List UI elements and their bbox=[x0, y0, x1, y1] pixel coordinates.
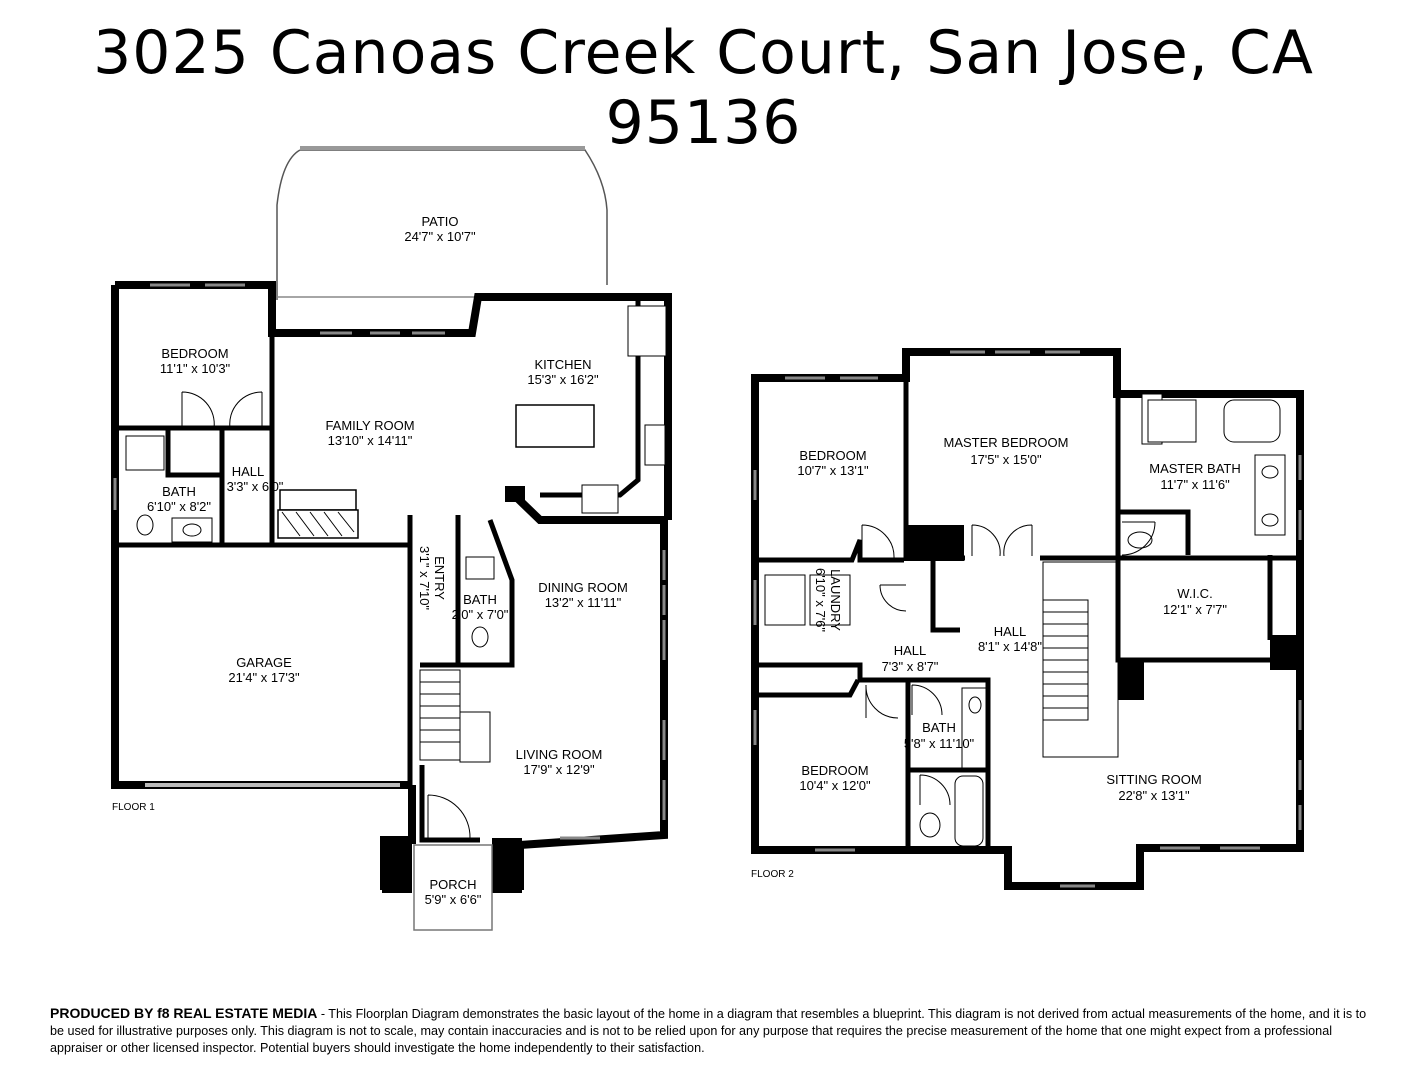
room-name: MASTER BATH bbox=[1149, 461, 1241, 476]
room-name: PORCH bbox=[430, 877, 477, 892]
room-name: ENTRY bbox=[432, 556, 447, 600]
room-name: DINING ROOM bbox=[538, 580, 628, 595]
room-dims: 10'4" x 12'0" bbox=[799, 778, 871, 793]
room-name: BATH bbox=[922, 720, 956, 735]
room-name: MASTER BEDROOM bbox=[944, 435, 1069, 450]
room-name: BATH bbox=[162, 484, 196, 499]
room-dims: 3'3" x 6'0" bbox=[227, 479, 284, 494]
floor-1-label: FLOOR 1 bbox=[112, 802, 155, 813]
room-name: PATIO bbox=[421, 214, 458, 229]
room-dims: 10'7" x 13'1" bbox=[797, 463, 869, 478]
room-name: HALL bbox=[232, 464, 265, 479]
page-title: 3025 Canoas Creek Court, San Jose, CA 95… bbox=[93, 18, 1314, 158]
producer-credit: PRODUCED BY f8 REAL ESTATE MEDIA bbox=[50, 1005, 318, 1021]
room-dims: 12'1" x 7'7" bbox=[1163, 602, 1227, 617]
floor-1-plan bbox=[111, 146, 672, 931]
patio-outline bbox=[276, 149, 608, 300]
room-name: HALL bbox=[894, 643, 927, 658]
room-dims: 5'9" x 6'6" bbox=[425, 892, 482, 907]
room-name: BATH bbox=[463, 592, 497, 607]
room-name: BEDROOM bbox=[161, 346, 228, 361]
room-name: BEDROOM bbox=[801, 763, 868, 778]
floor-2-plan bbox=[751, 348, 1304, 890]
room-dims: 13'2" x 11'11" bbox=[545, 595, 622, 610]
floor-2-labels: BEDROOM 10'7" x 13'1" MASTER BEDROOM 17'… bbox=[797, 435, 1240, 803]
room-name: KITCHEN bbox=[534, 357, 591, 372]
room-dims: 17'9" x 12'9" bbox=[523, 762, 595, 777]
room-dims: 17'5" x 15'0" bbox=[970, 452, 1042, 467]
room-name: HALL bbox=[994, 624, 1027, 639]
room-dims: 21'4" x 17'3" bbox=[228, 670, 300, 685]
room-dims: 11'1" x 10'3" bbox=[160, 361, 231, 376]
room-name: GARAGE bbox=[236, 655, 292, 670]
room-name: LIVING ROOM bbox=[516, 747, 603, 762]
room-dims: 6'10" x 8'2" bbox=[147, 499, 211, 514]
floor-plan-diagram: PATIO 24'7" x 10'7" BEDROOM 11'1" x 10'3… bbox=[111, 146, 1304, 931]
room-dims: 13'10" x 14'11" bbox=[328, 433, 413, 448]
room-name: LAUNDRY bbox=[828, 569, 843, 631]
room-dims: 2'0" x 7'0" bbox=[452, 607, 509, 622]
room-dims: 6'10" x 7'6" bbox=[813, 568, 828, 632]
disclaimer-text: - This Floorplan Diagram demonstrates th… bbox=[50, 1007, 1367, 1055]
room-dims: 5'8" x 11'10" bbox=[904, 736, 975, 751]
room-name: W.I.C. bbox=[1177, 586, 1212, 601]
room-name: SITTING ROOM bbox=[1106, 772, 1201, 787]
room-dims: 8'1" x 14'8" bbox=[978, 639, 1042, 654]
room-dims: 3'1" x 7'10" bbox=[417, 546, 432, 610]
room-dims: 22'8" x 13'1" bbox=[1118, 788, 1190, 803]
floor-2-label: FLOOR 2 bbox=[751, 869, 794, 880]
disclaimer: PRODUCED BY f8 REAL ESTATE MEDIA - This … bbox=[50, 1005, 1370, 1057]
floor-1-labels: PATIO 24'7" x 10'7" BEDROOM 11'1" x 10'3… bbox=[147, 214, 628, 907]
room-dims: 15'3" x 16'2" bbox=[527, 372, 599, 387]
room-dims: 11'7" x 11'6" bbox=[1160, 477, 1230, 492]
room-dims: 7'3" x 8'7" bbox=[882, 659, 939, 674]
room-name: FAMILY ROOM bbox=[325, 418, 414, 433]
room-dims: 24'7" x 10'7" bbox=[404, 229, 476, 244]
room-name: BEDROOM bbox=[799, 448, 866, 463]
